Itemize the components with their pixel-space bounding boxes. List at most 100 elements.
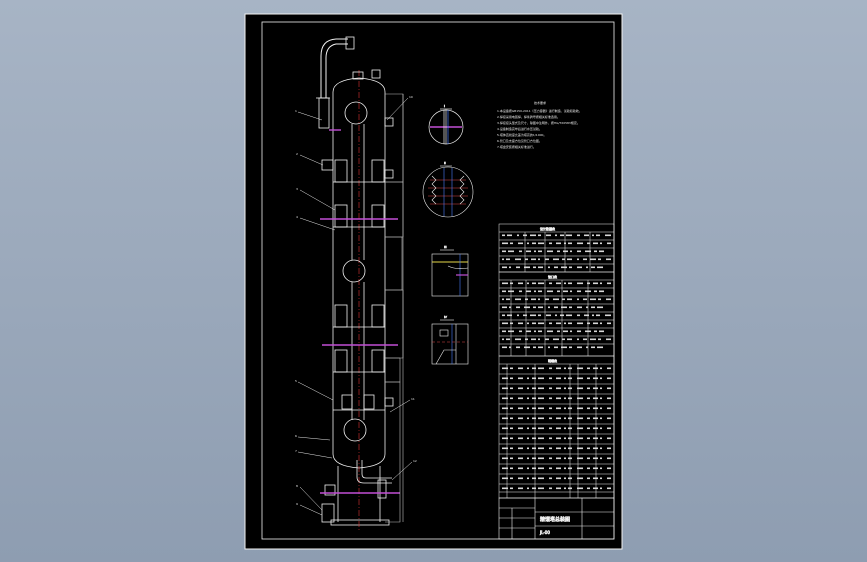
cell-glyph xyxy=(554,306,558,309)
cell-glyph xyxy=(502,387,508,390)
cell-glyph xyxy=(607,477,611,480)
cell-glyph xyxy=(527,282,529,285)
cell-glyph xyxy=(564,282,566,285)
table-cell-glyphs xyxy=(502,234,611,490)
cell-glyph xyxy=(532,487,536,490)
cell-glyph xyxy=(568,437,572,440)
cell-glyph xyxy=(502,467,508,470)
cell-glyph xyxy=(587,447,590,450)
cell-glyph xyxy=(532,377,536,380)
cell-glyph xyxy=(527,417,529,420)
cell-glyph xyxy=(518,377,523,380)
title-block-name: 精馏塔总装图 xyxy=(540,516,570,523)
cell-glyph xyxy=(594,290,597,293)
cell-glyph xyxy=(527,467,529,470)
cell-glyph xyxy=(600,397,602,400)
cell-glyph xyxy=(600,407,602,410)
cell-glyph xyxy=(538,427,544,430)
cell-glyph xyxy=(508,330,514,333)
cell-glyph xyxy=(502,306,507,309)
cell-glyph xyxy=(546,314,551,317)
cell-glyph xyxy=(506,258,510,261)
cell-glyph xyxy=(510,447,513,450)
cell-glyph xyxy=(564,477,566,480)
cell-glyph xyxy=(568,417,572,420)
cell-glyph xyxy=(518,437,523,440)
svg-text:II: II xyxy=(444,161,446,165)
cell-glyph xyxy=(564,377,566,380)
cell-glyph xyxy=(534,330,536,333)
detail-view-a: I xyxy=(428,104,464,145)
cell-glyph xyxy=(516,346,520,349)
dimension-lines xyxy=(385,93,404,523)
cell-glyph xyxy=(532,457,536,460)
cell-glyph xyxy=(538,250,542,253)
cell-glyph xyxy=(577,397,583,400)
cell-glyph xyxy=(564,467,566,470)
cell-glyph xyxy=(538,487,544,490)
cell-glyph xyxy=(538,282,544,285)
cell-glyph xyxy=(545,338,549,341)
cell-glyph xyxy=(577,266,582,269)
cell-glyph xyxy=(600,322,602,325)
cell-glyph xyxy=(518,397,523,400)
cell-glyph xyxy=(600,417,602,420)
cell-glyph xyxy=(577,234,580,237)
cell-glyph xyxy=(510,427,513,430)
cell-glyph xyxy=(587,487,590,490)
cell-glyph xyxy=(518,282,523,285)
cell-glyph xyxy=(548,346,550,349)
cell-glyph xyxy=(502,338,504,341)
tech-req-line: 2.焊接采用电弧焊，焊条牌号按相关标准选用。 xyxy=(497,114,560,119)
cell-glyph xyxy=(527,242,529,245)
cell-glyph xyxy=(502,397,508,400)
cell-glyph xyxy=(577,250,581,253)
cell-glyph xyxy=(583,298,587,301)
cell-glyph xyxy=(587,322,590,325)
cell-glyph xyxy=(562,258,565,261)
cell-glyph xyxy=(517,314,519,317)
cell-glyph xyxy=(538,367,544,370)
cell-glyph xyxy=(593,242,598,245)
cell-glyph xyxy=(593,437,598,440)
cell-glyph xyxy=(518,242,523,245)
cell-glyph xyxy=(590,298,596,301)
cell-glyph xyxy=(549,377,552,380)
svg-text:1: 1 xyxy=(295,109,297,113)
cell-glyph xyxy=(510,377,513,380)
cell-glyph xyxy=(538,467,544,470)
cell-glyph xyxy=(568,407,572,410)
cell-glyph xyxy=(531,298,536,301)
cell-glyph xyxy=(524,266,530,269)
svg-text:9: 9 xyxy=(296,502,298,506)
cell-glyph xyxy=(532,322,536,325)
cell-glyph xyxy=(577,242,583,245)
cell-glyph xyxy=(527,322,529,325)
cell-glyph xyxy=(606,258,611,261)
cell-glyph xyxy=(577,306,582,309)
cell-glyph xyxy=(593,367,598,370)
cell-glyph xyxy=(556,467,561,470)
cell-glyph xyxy=(567,258,572,261)
cell-glyph xyxy=(549,457,552,460)
cell-glyph xyxy=(600,457,602,460)
cell-glyph xyxy=(538,447,544,450)
cell-glyph xyxy=(556,407,561,410)
cell-glyph xyxy=(502,377,508,380)
cell-glyph xyxy=(533,266,536,269)
cell-glyph xyxy=(564,437,566,440)
cell-glyph xyxy=(553,298,559,301)
cell-glyph xyxy=(502,477,508,480)
cell-glyph xyxy=(591,266,595,269)
cell-glyph xyxy=(502,266,507,269)
cell-glyph xyxy=(577,477,583,480)
cell-glyph xyxy=(555,234,557,237)
cell-glyph xyxy=(561,346,567,349)
cell-glyph xyxy=(538,330,542,333)
cell-glyph xyxy=(587,467,590,470)
cell-glyph xyxy=(510,242,513,245)
cell-glyph xyxy=(564,322,566,325)
cell-glyph xyxy=(502,367,508,370)
nozzle-table-title: 管口表 xyxy=(548,274,557,279)
